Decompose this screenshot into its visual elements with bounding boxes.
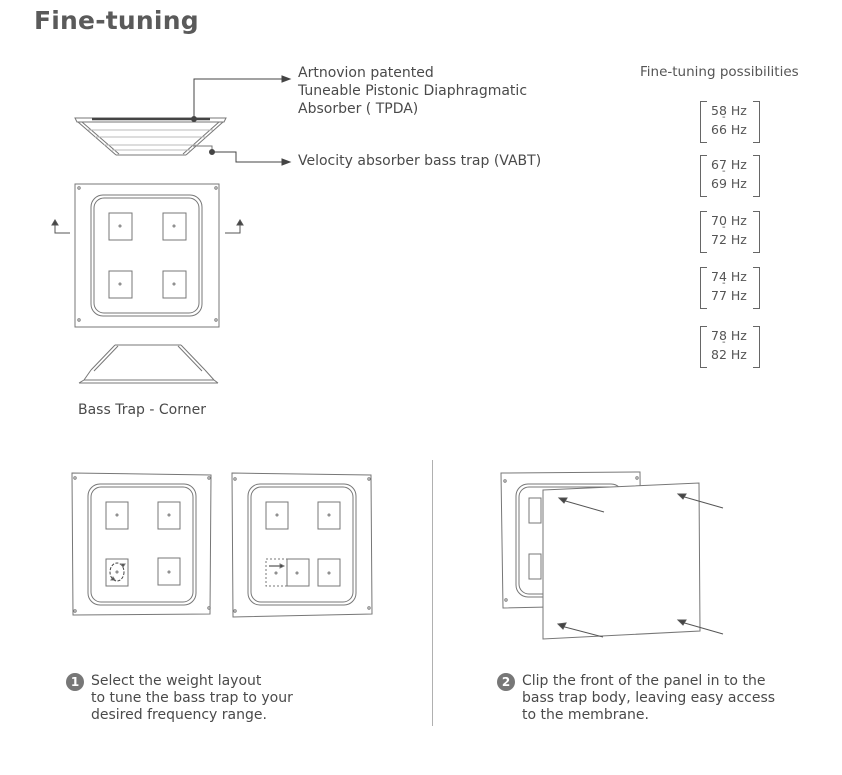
frequency-range: 58 Hz - 66 Hz <box>700 101 760 143</box>
bracket-right <box>753 267 760 309</box>
range-separator: - <box>722 278 726 289</box>
fine-tuning-heading: Fine-tuning possibilities <box>640 64 799 80</box>
frequency-range: 74 Hz - 77 Hz <box>700 267 760 309</box>
bracket-right <box>753 101 760 143</box>
bracket-left <box>700 211 707 253</box>
range-separator: - <box>722 337 726 348</box>
diagram-caption: Bass Trap - Corner <box>78 402 206 418</box>
step-text-line: to the membrane. <box>522 707 649 723</box>
vabt-callout: Velocity absorber bass trap (VABT) <box>298 153 542 169</box>
tpda-leader-line <box>191 75 292 122</box>
step-text-line: desired frequency range. <box>91 707 267 723</box>
section-divider <box>432 460 433 726</box>
tpda-callout-line: Tuneable Pistonic Diaphragmatic <box>298 83 528 99</box>
section-arrows <box>51 219 244 234</box>
frequency-range: 67 Hz - 69 Hz <box>700 155 760 197</box>
step-text: Select the weight layout to tune the bas… <box>91 673 293 724</box>
range-from: 70 Hz <box>711 213 747 228</box>
bracket-right <box>753 326 760 368</box>
rotate-icon <box>109 562 125 582</box>
bottom-section-drawing <box>78 344 219 384</box>
range-from: 58 Hz <box>711 103 747 118</box>
range-to: 72 Hz <box>711 232 747 247</box>
range-to: 66 Hz <box>711 122 747 137</box>
bracket-left <box>700 155 707 197</box>
range-from: 74 Hz <box>711 269 747 284</box>
bracket-right <box>753 211 760 253</box>
range-from: 78 Hz <box>711 328 747 343</box>
step-text-line: Select the weight layout <box>91 673 262 689</box>
step-text-line: bass trap body, leaving easy access <box>522 690 776 706</box>
frequency-range: 70 Hz - 72 Hz <box>700 211 760 253</box>
bracket-left <box>700 101 707 143</box>
tpda-callout: Artnovion patented Tuneable Pistonic Dia… <box>298 64 527 118</box>
step-number-badge: 2 <box>497 673 515 691</box>
weight-layout-drawing-b <box>231 472 373 618</box>
front-view-drawing <box>74 183 220 328</box>
range-separator: - <box>722 222 726 233</box>
frequency-range: 78 Hz - 82 Hz <box>700 326 760 368</box>
step-text-line: Clip the front of the panel in to the <box>522 673 766 689</box>
front-cover-drawing <box>500 471 724 640</box>
bracket-right <box>753 155 760 197</box>
range-to: 82 Hz <box>711 347 747 362</box>
page-title: Fine-tuning <box>34 6 199 35</box>
step-1: 1 Select the weight layout to tune the b… <box>66 673 386 729</box>
step-number-badge: 1 <box>66 673 84 691</box>
tpda-callout-line: Artnovion patented <box>298 65 434 81</box>
step-2: 2 Clip the front of the panel in to the … <box>497 673 837 729</box>
tpda-callout-line: Absorber ( TPDA) <box>298 101 419 117</box>
bracket-left <box>700 267 707 309</box>
range-to: 69 Hz <box>711 176 747 191</box>
step-text-line: to tune the bass trap to your <box>91 690 293 706</box>
range-separator: - <box>722 112 726 123</box>
step-text: Clip the front of the panel in to the ba… <box>522 673 775 724</box>
range-from: 67 Hz <box>711 157 747 172</box>
range-to: 77 Hz <box>711 288 747 303</box>
vabt-leader-line <box>193 145 292 166</box>
range-separator: - <box>722 166 726 177</box>
weight-layout-drawing-a <box>71 472 212 616</box>
bracket-left <box>700 326 707 368</box>
side-section-drawing <box>74 117 227 156</box>
